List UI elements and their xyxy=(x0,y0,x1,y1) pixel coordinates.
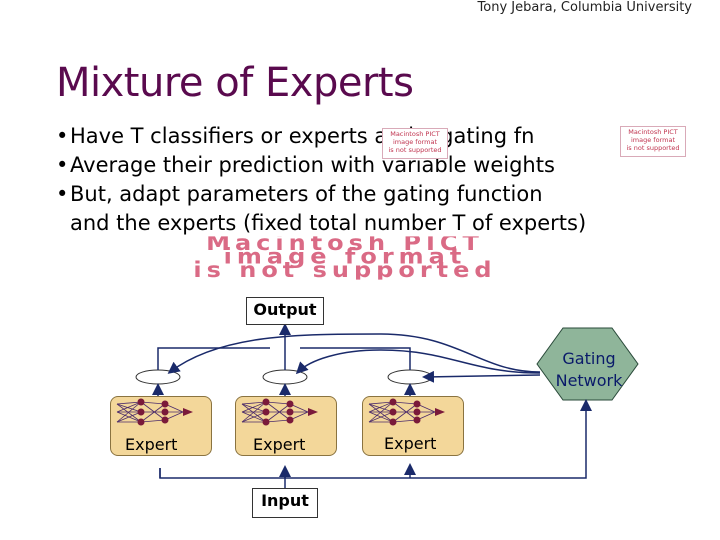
bullet-list: •Have T classifiers or experts and a gat… xyxy=(56,122,696,238)
neural-network-icon xyxy=(116,398,193,426)
author-credit: Tony Jebara, Columbia University xyxy=(477,0,692,15)
slide-title: Mixture of Experts xyxy=(56,60,414,106)
output-node: Output xyxy=(246,297,324,325)
input-node: Input xyxy=(252,488,318,518)
expert-label-3: Expert xyxy=(384,434,437,453)
expert-box-3 xyxy=(362,396,464,456)
gating-network-label: Gating Network xyxy=(555,349,623,390)
expert-label-2: Expert xyxy=(253,435,306,454)
bullet-3-continued: and the experts (fixed total number T of… xyxy=(70,211,587,235)
gating-network-hexagon xyxy=(536,327,639,401)
expert-box-2 xyxy=(235,396,337,456)
expert-box-1 xyxy=(110,396,212,456)
pict-placeholder-image: Macintosh PICT image format is not suppo… xyxy=(620,126,686,157)
bullet-1: •Have T classifiers or experts and a gat… xyxy=(56,124,535,148)
pict-banner-image: Macintosh PICT image format is not suppo… xyxy=(50,236,640,280)
expert-label-1: Expert xyxy=(125,435,178,454)
bullet-2: •Average their prediction with variable … xyxy=(56,153,555,177)
pict-placeholder-image: Macintosh PICT image format is not suppo… xyxy=(382,128,448,159)
bullet-3: •But, adapt parameters of the gating fun… xyxy=(56,182,543,206)
